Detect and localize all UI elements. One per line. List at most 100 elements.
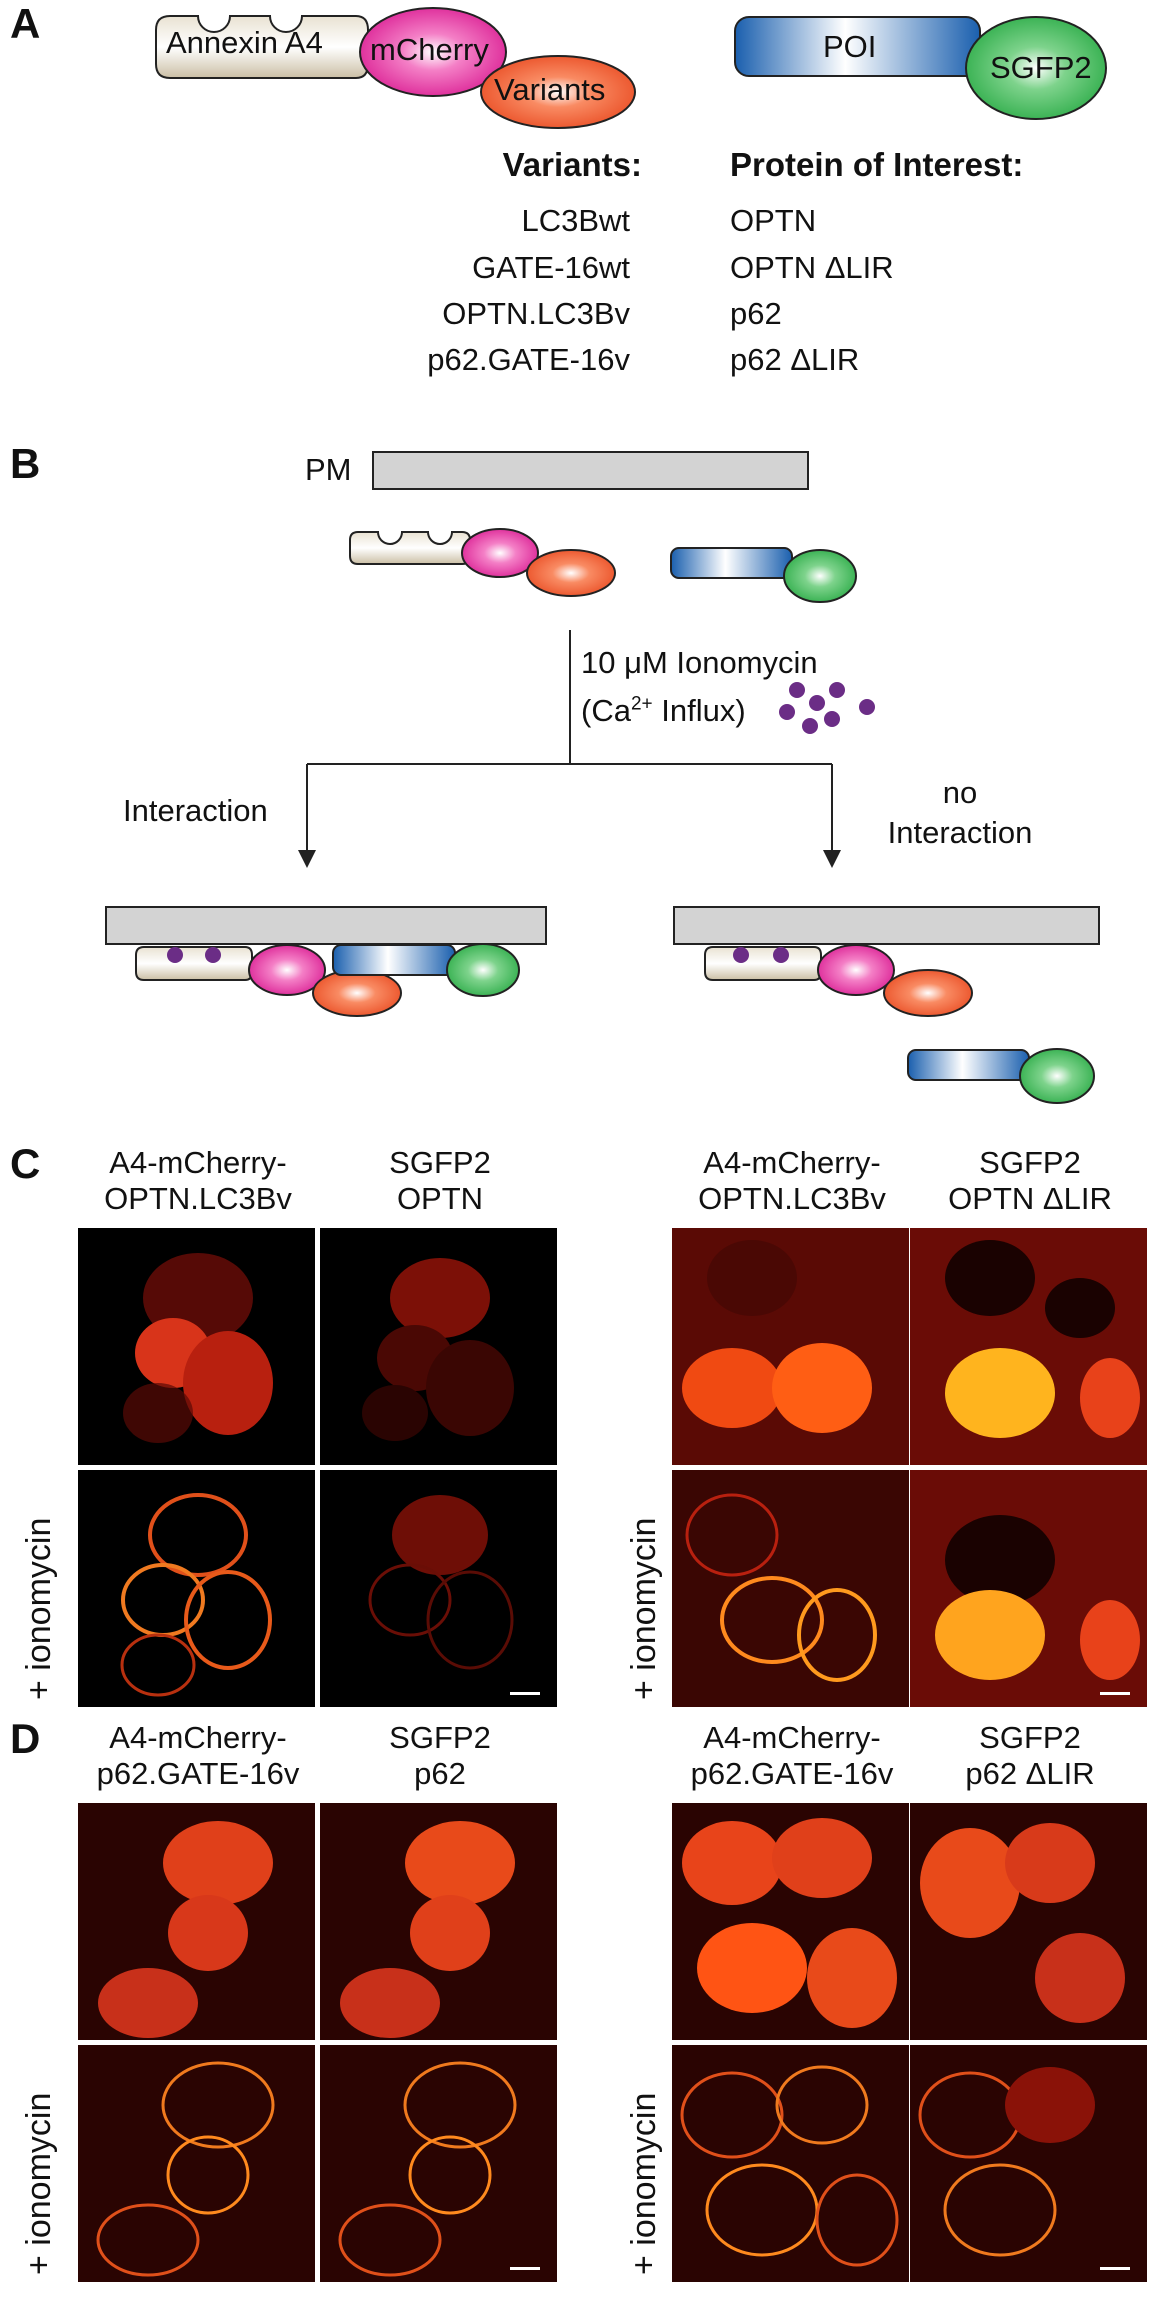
arrow-head [298, 850, 316, 868]
micrograph-image [672, 1228, 909, 1465]
calcium-dot [829, 682, 845, 698]
micrograph [910, 1228, 1147, 1465]
variants-shape [526, 549, 616, 597]
micrograph [78, 1228, 315, 1465]
micrograph [78, 1803, 315, 2040]
variant-item: p62.GATE-16v [427, 342, 630, 377]
micrograph [78, 1470, 315, 1707]
calcium-dot [809, 695, 825, 711]
protein-item: OPTN [730, 203, 817, 238]
panel-letter-a: A [10, 0, 41, 47]
micrograph [672, 1228, 909, 1465]
protein-item: p62 [730, 296, 782, 331]
protein-item: p62 ΔLIR [730, 342, 860, 377]
micrograph [672, 1803, 909, 2040]
annexin-shape [155, 15, 369, 79]
annexin-shape [704, 946, 822, 981]
header-line: OPTN ΔLIR [948, 1180, 1112, 1216]
micrograph-image [368, 1495, 540, 1695]
header-line: SGFP2 [979, 1720, 1081, 1755]
poi-shape [907, 1049, 1030, 1081]
header-line: OPTN.LC3Bv [104, 1180, 292, 1216]
micrograph-image [672, 1803, 909, 2040]
variants-header: Variants: [502, 146, 642, 183]
header-line: p62.GATE-16v [690, 1755, 894, 1791]
micrograph [78, 2045, 315, 2282]
c-left-col1-header: A4-mCherry- OPTN.LC3Bv [78, 1145, 318, 1216]
micrograph-image [78, 1803, 315, 2040]
calcium-dot [859, 699, 875, 715]
micrograph [320, 1803, 557, 2040]
micrograph-image [672, 2045, 909, 2282]
header-line: p62 ΔLIR [965, 1755, 1095, 1791]
calcium-dot [773, 947, 789, 963]
micrograph-image [910, 1228, 1147, 1465]
header-line: OPTN.LC3Bv [698, 1180, 886, 1216]
sgfp2-label: SGFP2 [990, 50, 1092, 85]
micrograph [320, 2045, 557, 2282]
d-left-col1-header: A4-mCherry- p62.GATE-16v [78, 1720, 318, 1791]
panel-letter-c: C [10, 1140, 41, 1187]
poi-shape [332, 944, 456, 976]
header-line: SGFP2 [389, 1720, 491, 1755]
panel-letter-b: B [10, 440, 41, 487]
c-left-row-label: + ionomycin [20, 1517, 58, 1700]
panel-b-diagram [105, 451, 1100, 1104]
d-left-row-label: + ionomycin [20, 2092, 58, 2275]
c-left-col2-header: SGFP2 OPTN [320, 1145, 560, 1216]
membrane-left [105, 906, 547, 945]
annexin-shape [135, 946, 253, 981]
panel-a-diagram [155, 7, 1107, 129]
micrograph-image [362, 1258, 514, 1441]
membrane-right [673, 906, 1100, 945]
micrograph [672, 2045, 909, 2282]
micrograph [320, 1228, 557, 1465]
header-line: A4-mCherry- [109, 1720, 287, 1755]
header-line: SGFP2 [979, 1145, 1081, 1180]
d-right-col1-header: A4-mCherry- p62.GATE-16v [672, 1720, 912, 1791]
mcherry-shape [248, 944, 326, 996]
sgfp2-shape [783, 549, 857, 603]
header-line: A4-mCherry- [703, 1720, 881, 1755]
poi-label: POI [823, 29, 877, 64]
calcium-dot [779, 704, 795, 720]
header-line: p62.GATE-16v [96, 1755, 300, 1791]
header-line: SGFP2 [389, 1145, 491, 1180]
variants-label: Variants [494, 72, 606, 107]
variant-item: LC3Bwt [521, 203, 630, 238]
d-right-col2-header: SGFP2 p62 ΔLIR [910, 1720, 1149, 1791]
d-right-row-label: + ionomycin [625, 2092, 663, 2275]
c-right-col2-header: SGFP2 OPTN ΔLIR [910, 1145, 1149, 1216]
treatment-sup: 2+ [630, 693, 653, 715]
micrograph-image [672, 1470, 909, 1707]
micrograph [672, 1470, 909, 1707]
treatment-label-line1: 10 μM Ionomycin [581, 645, 818, 680]
annexin-label: Annexin A4 [166, 25, 323, 60]
sgfp2-shape [965, 16, 1107, 120]
calcium-dot [733, 947, 749, 963]
mcherry-shape [817, 944, 895, 996]
no-interaction-label-line2: Interaction [887, 815, 1033, 850]
annexin-shape [349, 531, 471, 565]
micrograph [910, 1803, 1147, 2040]
mcherry-label: mCherry [370, 32, 489, 67]
arrow-head [823, 850, 841, 868]
poi-header: Protein of Interest: [730, 146, 1024, 183]
treatment-label-line2: (Ca2+ Influx) [581, 693, 746, 729]
interaction-label: Interaction [123, 793, 268, 828]
variants-shape [883, 969, 973, 1017]
variant-item: GATE-16wt [472, 250, 630, 285]
variants-shape [312, 969, 402, 1017]
c-right-row-label: + ionomycin [625, 1517, 663, 1700]
pm-label: PM [305, 452, 352, 487]
header-line: OPTN [396, 1180, 484, 1216]
mcherry-shape [359, 7, 507, 97]
micrograph [910, 2045, 1147, 2282]
header-line: p62 [414, 1755, 466, 1791]
micrograph-image [910, 1803, 1147, 2040]
membrane-top [372, 451, 809, 490]
d-left-col2-header: SGFP2 p62 [320, 1720, 560, 1791]
no-interaction-label-line1: no [942, 775, 978, 810]
calcium-dot [824, 711, 840, 727]
micrograph-image [78, 2045, 315, 2282]
